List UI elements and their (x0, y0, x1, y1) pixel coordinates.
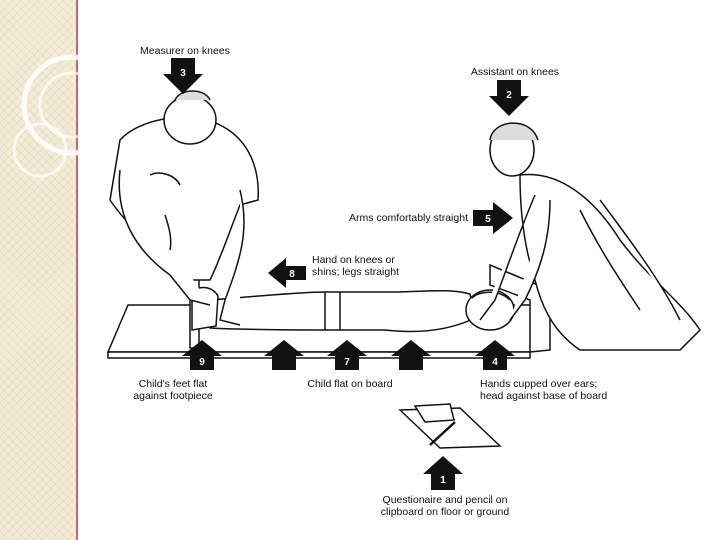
arrow-2-icon: 2 (489, 80, 529, 116)
label-measurer: Measurer on knees (140, 45, 230, 57)
marker-7: 7 (344, 357, 350, 368)
marker-9: 9 (199, 357, 205, 368)
arrow-3-icon: 3 (163, 58, 203, 94)
arrow-4-icon: 4 (475, 340, 515, 370)
arrow-6-icon (264, 340, 304, 370)
label-child-flat: Child flat on board (307, 378, 393, 390)
marker-1: 1 (440, 475, 446, 486)
arrow-9-icon: 9 (182, 340, 222, 370)
measurement-diagram: 3 2 5 8 9 7 4 1 Measurer on knees Assist… (80, 0, 720, 540)
arrow-6b-icon (391, 340, 431, 370)
label-feet: Child's feet flat against footpiece (133, 378, 213, 402)
label-questionaire: Questionaire and pencil on clipboard on … (380, 494, 510, 518)
marker-3: 3 (180, 68, 186, 79)
label-hand: Hand on knees or shins; legs straight (312, 254, 399, 278)
assistant-figure (479, 122, 701, 351)
label-assistant: Assistant on knees (470, 66, 560, 78)
ring-decoration (12, 54, 78, 178)
arrow-8-icon: 8 (268, 258, 306, 288)
label-hands-cupped: Hands cupped over ears; head against bas… (480, 378, 608, 402)
marker-8: 8 (289, 269, 295, 280)
measurer-figure (109, 90, 259, 326)
marker-4: 4 (492, 357, 498, 368)
arrow-1-icon: 1 (423, 456, 463, 490)
child-figure (191, 286, 515, 333)
label-arms: Arms comfortably straight (348, 212, 468, 224)
clipboard-drawing (398, 403, 502, 449)
marker-2: 2 (506, 90, 512, 101)
marker-5: 5 (485, 214, 491, 225)
decorative-sidebar (0, 0, 78, 540)
arrow-7-icon: 7 (327, 340, 367, 370)
arrow-5-icon: 5 (473, 202, 513, 234)
